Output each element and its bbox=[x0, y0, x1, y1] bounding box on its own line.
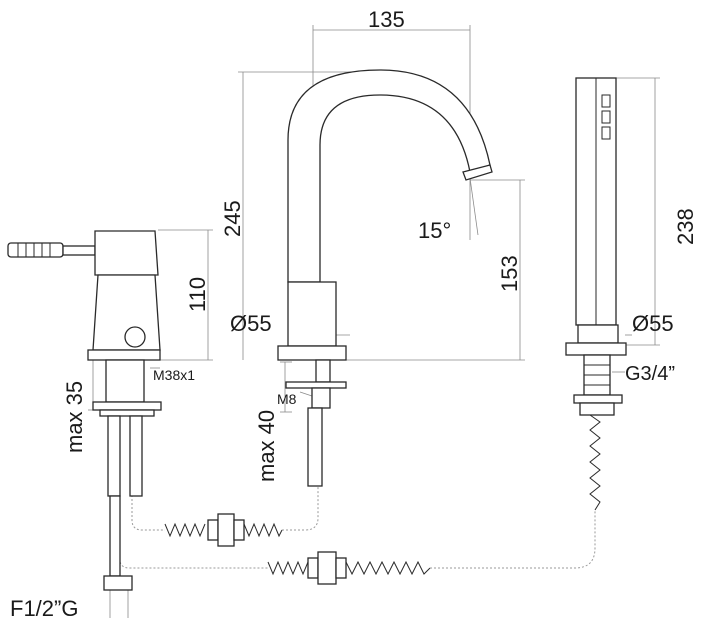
label-spout-outlet-height: 153 bbox=[497, 255, 522, 292]
spout-base bbox=[277, 345, 347, 361]
shower-nut bbox=[573, 394, 623, 404]
shower-nozzles bbox=[601, 94, 611, 140]
shower-base bbox=[565, 342, 627, 356]
mixer-body bbox=[7, 230, 162, 591]
label-spout-angle: 15° bbox=[418, 218, 451, 243]
spout-nut bbox=[311, 387, 331, 409]
label-shower-base-diameter: Ø55 bbox=[632, 311, 674, 336]
mixer-indicator bbox=[124, 326, 146, 348]
label-spout-max-thickness: max 40 bbox=[254, 410, 279, 482]
label-spout-base-diameter: Ø55 bbox=[230, 311, 272, 336]
label-spout-height: 245 bbox=[220, 200, 245, 237]
label-mixer-thread: M38x1 bbox=[153, 367, 195, 383]
label-spout-reach: 135 bbox=[368, 7, 405, 32]
spout-body bbox=[277, 69, 493, 487]
shower-holder bbox=[577, 324, 619, 344]
dimension-lines bbox=[88, 25, 660, 618]
mixer-nut bbox=[92, 401, 162, 411]
mixer-hose-lower bbox=[109, 495, 121, 577]
mixer-shank bbox=[105, 359, 145, 403]
label-shower-thread: G3/4” bbox=[625, 363, 675, 385]
mixer-lever-knurl bbox=[17, 243, 51, 257]
spout-column bbox=[287, 281, 337, 347]
label-hose-connection: F1/2”G bbox=[10, 596, 78, 621]
label-mixer-max-thickness: max 35 bbox=[62, 381, 87, 453]
mixer-cap bbox=[94, 230, 159, 276]
spout-neck bbox=[287, 69, 491, 283]
spout-tube bbox=[307, 407, 323, 487]
mixer-lever-grip bbox=[7, 242, 64, 258]
spout-stud bbox=[315, 359, 331, 383]
mixer-hose-connector bbox=[103, 575, 133, 591]
hand-shower bbox=[565, 77, 627, 511]
spout-aerator bbox=[462, 164, 493, 181]
shower-hose bbox=[589, 414, 601, 511]
mixer-base bbox=[87, 349, 161, 361]
mixer-hose-left bbox=[107, 415, 121, 497]
label-shower-height: 238 bbox=[673, 208, 698, 245]
label-mixer-height: 110 bbox=[185, 277, 210, 312]
shower-washer bbox=[579, 402, 615, 416]
label-spout-thread: M8 bbox=[277, 391, 297, 407]
hose-connectors bbox=[164, 513, 431, 585]
spout-plate bbox=[285, 381, 347, 389]
mixer-hose-right bbox=[129, 415, 143, 497]
mixer-lever-stem bbox=[62, 245, 96, 256]
mixer-washer bbox=[99, 409, 155, 417]
